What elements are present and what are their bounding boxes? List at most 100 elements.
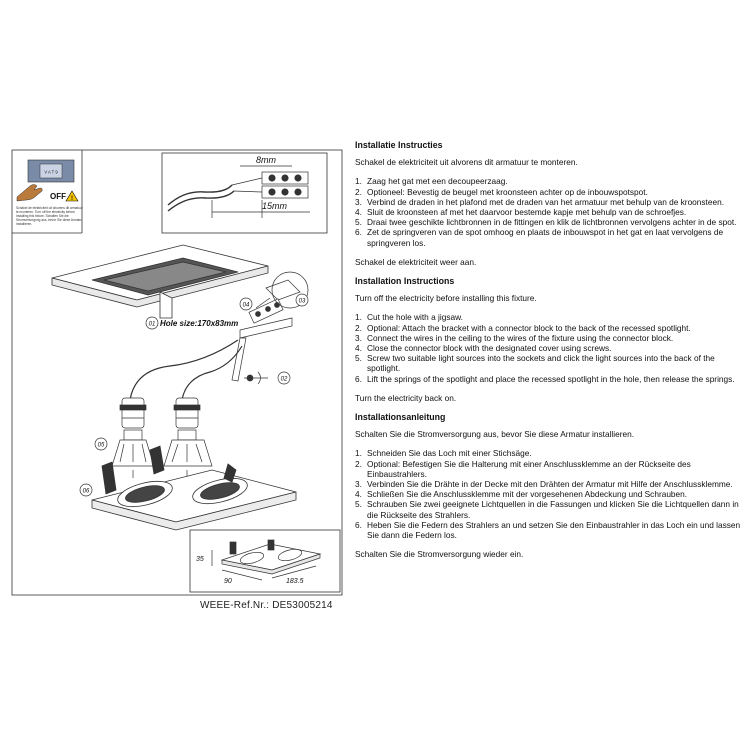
step-number: 3. [355, 479, 362, 490]
section-outro: Schalten Sie die Stromversorgung wieder … [355, 549, 524, 560]
ceiling-hole-inner [103, 261, 227, 292]
section-intro: Schalten Sie die Stromversorgung aus, be… [355, 429, 635, 440]
spring-clip-icon [149, 445, 165, 475]
hole-pointer [159, 291, 173, 319]
wire-detail-box [161, 152, 328, 234]
bulb-ribs [119, 443, 147, 463]
step-marker-03 [295, 293, 309, 307]
screw-icon [255, 311, 261, 317]
ceiling-panel-edge [51, 265, 269, 308]
step-marker-04 [239, 297, 253, 311]
step-text: Schließen Sie die Anschlussklemme mit de… [367, 489, 688, 500]
dimension-line [271, 565, 317, 579]
spot-ring-right-inner [200, 482, 240, 500]
step-number: 5. [355, 353, 362, 364]
wire-icon [233, 190, 263, 193]
step-marker-label: 05 [98, 443, 105, 449]
section-outro: Schakel de elektriciteit weer aan. [355, 256, 477, 267]
step-text: Connect the wires in the ceiling to the … [367, 332, 674, 343]
step-number: 5. [355, 217, 362, 228]
wire-detail [161, 152, 328, 234]
step-number: 6. [355, 519, 362, 530]
socket-ring [119, 404, 147, 411]
cable-icon [167, 190, 235, 212]
warning-text-line: installing this fixture. Schalten Sie di… [16, 214, 69, 218]
step-marker-06 [79, 483, 93, 497]
section-outro: Turn the electricity back on. [355, 392, 457, 403]
step-text: Cut the hole with a jigsaw. [367, 312, 463, 323]
screw-icon [246, 374, 254, 382]
screw-icon [281, 188, 289, 196]
list-item: 2. Optional: Attach the bracket with a co… [355, 322, 750, 333]
list-item: 2.Optional: Befestigen Sie die Halterung… [355, 458, 750, 479]
step-number: 1. [355, 312, 362, 323]
installation-drawing: V A T 9 OFF ! Schakel de elektriciteit u… [11, 149, 343, 596]
warning-text-line: Stromversorgung aus, bevor Sie diese Arm… [16, 218, 83, 222]
step-text: Zet de springveren van de spot omhoog en… [367, 227, 724, 248]
step-text: Heben Sie die Federn des Strahlers an un… [367, 519, 741, 541]
step-number: 3. [355, 332, 362, 343]
section-dutch: Installatie Instructies Schakel de elekt… [355, 140, 750, 267]
rotation-arrow-icon [257, 371, 261, 385]
step-number: 4. [355, 343, 362, 354]
screw-icon [281, 174, 289, 182]
step-marker-label: 02 [281, 377, 288, 383]
callout-line [255, 297, 271, 309]
list-item: 5.Screw two suitable light sources into … [355, 353, 750, 373]
step-marker-label: 04 [243, 303, 250, 309]
bracket-icon [239, 317, 293, 339]
step-text: Optional: Befestigen Sie die Halterung m… [367, 458, 691, 479]
socket-icon [121, 397, 145, 429]
list-item: 1.Zaag het gat met een decoupeerzaag. [355, 176, 750, 186]
step-number: 4. [355, 489, 362, 500]
step-marker-label: 03 [299, 299, 306, 305]
step-list: 1. Cut the hole with a jigsaw. 2. Optional… [355, 312, 750, 383]
socket-icon [175, 397, 199, 429]
bracket-screw-detail [244, 371, 268, 385]
hole-size-label: Hole size:170x83mm [160, 319, 238, 328]
step-text: Optional: Attach the bracket with a conn… [367, 322, 691, 333]
step-number: 1. [355, 176, 362, 187]
lamp-socket-right [173, 397, 201, 429]
switch-label: V A T 9 [44, 170, 58, 175]
step-text: Schrauben Sie zwei geeignete Lichtquelle… [367, 499, 739, 520]
screw-icon [268, 188, 276, 196]
dimension-line [221, 569, 263, 581]
list-item: 6.Lift the springs of the spotlight and … [355, 374, 750, 384]
cable-icon [181, 345, 243, 401]
screw-icon [294, 174, 302, 182]
step-text: Verbind de draden in het plafond met de … [367, 196, 725, 207]
dimension-inset-box [189, 529, 341, 593]
inset-spot-ring [277, 548, 303, 562]
lamp-socket-left [119, 397, 147, 429]
gu10-bulb-left [111, 429, 155, 478]
step-marker-05 [94, 437, 108, 451]
ceiling-panel [51, 244, 269, 319]
connector-callout [271, 271, 309, 309]
list-item: 6. Zet de springveren van de spot omhoog … [355, 227, 750, 248]
step-number: 2. [355, 322, 362, 333]
switch-plate [39, 163, 63, 179]
step-text: Verbinden Sie die Drähte in der Decke mi… [367, 479, 733, 490]
cable-icon [129, 339, 239, 401]
inset-frame-front [221, 553, 321, 575]
warning-text-line: installieren. [16, 222, 32, 226]
warning-text-line: Schakel de elektriciteit uit alvorens di… [16, 206, 84, 210]
step-number: 3. [355, 196, 362, 207]
warning-exclamation-icon: ! [71, 196, 73, 202]
bracket-arm-icon [231, 337, 247, 382]
step-number: 6. [355, 227, 362, 238]
list-item: 1.Schneiden Sie das Loch mit einer Stich… [355, 448, 750, 458]
list-item: 1. Cut the hole with a jigsaw. [355, 312, 750, 323]
list-item: 5. Draai twee geschikte lichtbronnen in d… [355, 217, 750, 228]
step-number: 2. [355, 186, 362, 197]
step-number: 6. [355, 373, 362, 384]
screw-icon [265, 306, 271, 312]
list-item: 3. Verbind de draden in het plafond met d… [355, 196, 750, 207]
screw-icon [294, 188, 302, 196]
warning-small-text: Schakel de elektriciteit uit alvorens di… [16, 206, 84, 226]
section-title: Installationsanleitung [355, 412, 446, 423]
inset-spot-ring [239, 551, 265, 565]
step-text: Draai twee geschikte lichtbronnen in de … [367, 217, 737, 228]
step-text: Optioneel: Bevestig de beugel met kroons… [367, 186, 648, 197]
